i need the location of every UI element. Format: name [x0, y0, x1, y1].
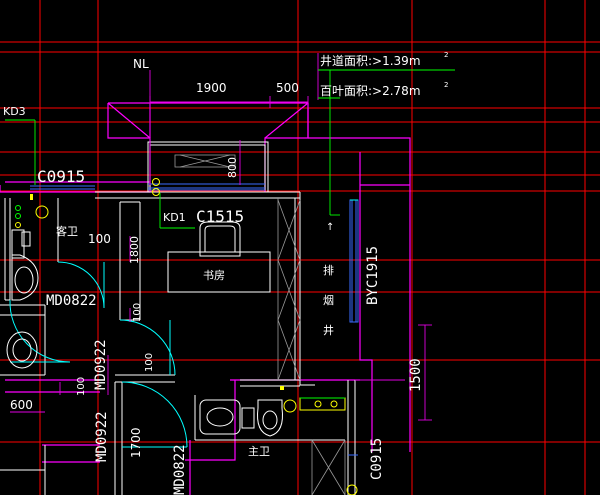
nl-label: NL — [133, 57, 149, 71]
c1515-label: C1515 — [196, 207, 244, 226]
dim-500: 500 — [276, 81, 299, 95]
room-guest-bath-label: 客卫 — [56, 224, 78, 238]
leader-lines — [5, 69, 455, 399]
dim-1500: 1500 — [408, 358, 424, 392]
dim-100-c: 100 — [76, 377, 87, 396]
shaft-label-char-1: 排 — [323, 263, 334, 277]
room-main-bath-label: 主卫 — [248, 445, 270, 458]
window-openings — [30, 183, 359, 456]
kd3-label: KD3 — [3, 105, 26, 118]
dim-800: 800 — [226, 157, 239, 178]
dim-1700: 1700 — [129, 427, 143, 458]
byc1915-label: BYC1915 — [365, 246, 381, 305]
dimension-values: 1900 500 800 100 1800 100 100 100 600 15… — [10, 81, 424, 458]
c0915-top-label: C0915 — [37, 167, 85, 186]
component-labels: NL KD3 KD1 C0915 C1515 MD0822 书房 主卫 客卫 排… — [3, 57, 385, 495]
dim-100-a: 100 — [88, 232, 111, 246]
dim-100-d: 100 — [144, 353, 155, 372]
fixture-markers — [15, 205, 21, 219]
c0915-right-label: C0915 — [369, 438, 385, 480]
notes-group: 井道面积:>1.39m 2 百叶面积:>2.78m 2 — [320, 51, 448, 98]
md0922-label-b: MD0922 — [94, 411, 110, 462]
louver-area-note: 百叶面积:>2.78m — [320, 84, 421, 98]
sanitary-fixtures — [6, 221, 283, 437]
up-arrow-marker: ↑ — [326, 222, 334, 233]
shaft-label-char-2: 烟 — [323, 293, 334, 307]
dim-600: 600 — [10, 398, 33, 412]
dimension-lines — [10, 53, 432, 421]
dim-100-b: 100 — [132, 303, 143, 322]
dim-1800: 1800 — [128, 236, 141, 264]
plumbing-fixtures — [15, 178, 358, 495]
shaft-area-note: 井道面积:>1.39m — [320, 54, 421, 68]
dim-1900: 1900 — [196, 81, 227, 95]
md0822-label-a: MD0822 — [46, 293, 97, 309]
shaft-hatch — [174, 154, 346, 495]
structural-columns — [30, 194, 284, 390]
louver-area-sup: 2 — [444, 81, 448, 89]
magenta-wall-outline — [0, 102, 411, 495]
shaft-area-sup: 2 — [444, 51, 448, 59]
kd1-label: KD1 — [163, 211, 186, 224]
md0922-label-a: MD0922 — [93, 339, 109, 390]
room-study-label: 书房 — [203, 269, 225, 282]
md0822-label-b: MD0822 — [172, 444, 188, 495]
shaft-label-char-3: 井 — [323, 323, 334, 337]
